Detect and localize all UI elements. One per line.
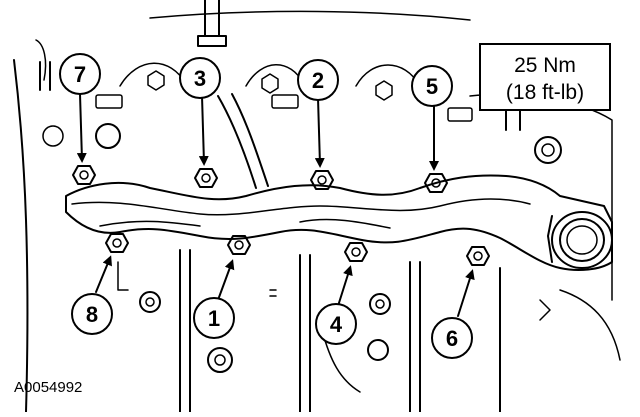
callout-5: 5	[411, 65, 453, 107]
torque-spec-imperial: (18 ft-lb)	[506, 81, 584, 104]
bolt-2	[310, 170, 334, 190]
callout-5-label: 5	[426, 74, 438, 99]
arrow-3	[198, 95, 209, 166]
arrow-6	[457, 269, 475, 317]
callout-6: 6	[431, 317, 473, 359]
callout-1: 1	[193, 297, 235, 339]
callout-6-label: 6	[446, 326, 458, 351]
callout-8-label: 8	[86, 302, 98, 327]
arrow-4	[337, 265, 353, 307]
arrow-7	[76, 93, 87, 163]
bolt-5	[424, 173, 448, 193]
callout-1-label: 1	[208, 306, 220, 331]
callout-7: 7	[59, 53, 101, 95]
figure-id: A0054992	[14, 379, 82, 396]
exhaust-manifold	[65, 174, 613, 271]
callout-7-label: 7	[74, 62, 86, 87]
torque-spec-box: 25 Nm (18 ft-lb)	[479, 43, 611, 111]
callout-4-label: 4	[330, 312, 343, 337]
callout-8: 8	[71, 293, 113, 335]
callout-2: 2	[297, 59, 339, 101]
arrow-1	[217, 259, 235, 301]
bolt-4	[344, 242, 368, 262]
torque-spec-metric: 25 Nm	[514, 54, 576, 77]
bolt-1	[227, 235, 251, 255]
bolt-7	[72, 165, 96, 185]
callout-4: 4	[315, 303, 357, 345]
arrow-8	[95, 255, 112, 293]
bolt-6	[466, 246, 490, 266]
bolt-8	[105, 233, 129, 253]
callout-2-label: 2	[312, 68, 324, 93]
callout-arrows	[76, 93, 475, 317]
bolt-3	[194, 168, 218, 188]
callout-3: 3	[179, 57, 221, 99]
callout-3-label: 3	[194, 66, 206, 91]
arrow-2	[314, 97, 325, 168]
